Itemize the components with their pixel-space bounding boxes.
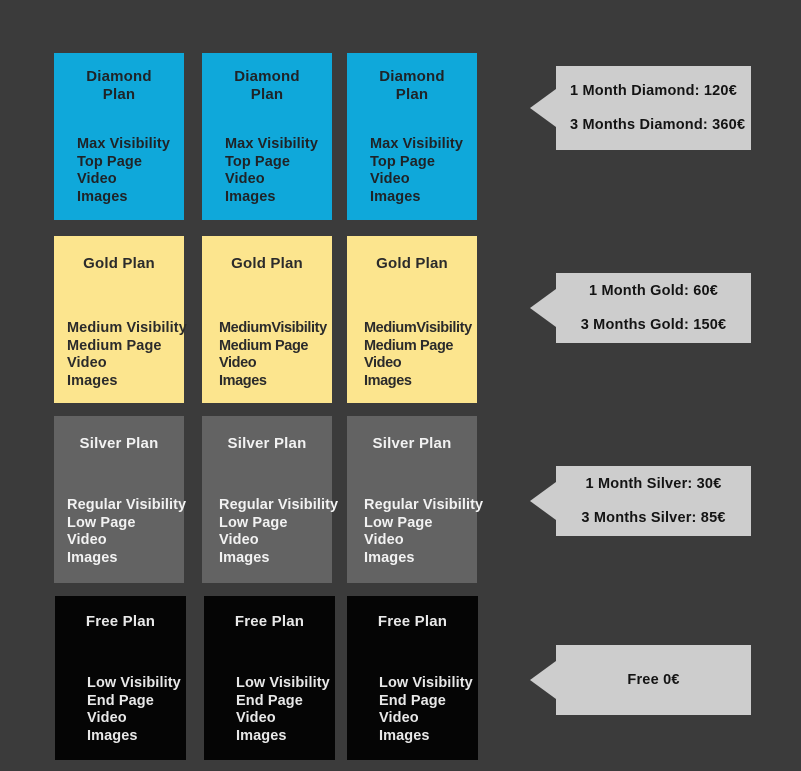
plan-feature: Video [225, 171, 265, 187]
plan-feature: Images [219, 549, 270, 566]
callout-pointer-icon [530, 661, 556, 699]
callout-pointer-icon [530, 482, 556, 520]
plan-title: Gold Plan [376, 255, 448, 272]
plan-feature: Max Visibility [225, 136, 319, 152]
price-callout-diamond: 1 Month Diamond: 120€ 3 Months Diamond: … [530, 66, 751, 150]
plan-card-silver-3[interactable]: Silver Plan Regular Visibility Low Page … [347, 416, 484, 583]
plan-feature: Video [370, 171, 410, 187]
plan-feature-list: MediumVisibility Medium Page Video Image… [210, 320, 327, 390]
plan-feature-list: Regular Visibility Low Page Video Images [62, 497, 187, 567]
plan-title: Gold Plan [231, 255, 303, 272]
plan-feature: Medium Page [219, 337, 309, 354]
plan-feature: Video [77, 171, 117, 187]
plan-feature: MediumVisibility [219, 320, 327, 336]
price-line: 3 Months Diamond: 360€ [570, 117, 746, 133]
plan-feature: Video [379, 710, 419, 726]
plan-feature: Video [364, 355, 402, 371]
plan-feature-list: Max Visibility Top Page Video Images [361, 136, 463, 206]
plan-card-free-1[interactable]: Free Plan Low Visibility End Page Video … [55, 596, 186, 760]
plan-title: Free Plan [377, 613, 448, 630]
plan-title: Diamond Plan [234, 68, 300, 103]
plan-card-gold-3[interactable]: Gold Plan MediumVisibility Medium Page V… [347, 236, 477, 403]
plan-feature: Images [364, 549, 415, 566]
plan-feature: Images [77, 188, 128, 205]
plan-feature: Video [67, 355, 107, 371]
plan-feature: Video [67, 532, 107, 548]
plan-feature: Images [370, 188, 421, 205]
plan-card-gold-2[interactable]: Gold Plan MediumVisibility Medium Page V… [202, 236, 332, 403]
plan-feature-list: Low Visibility End Page Video Images [63, 675, 181, 745]
plan-feature: Medium Page [364, 337, 454, 354]
plan-feature-list: Max Visibility Top Page Video Images [216, 136, 318, 206]
price-callout-silver: 1 Month Silver: 30€ 3 Months Silver: 85€ [530, 466, 751, 536]
plan-card-diamond-2[interactable]: Diamond Plan Max Visibility Top Page Vid… [202, 53, 332, 220]
price-callout-gold: 1 Month Gold: 60€ 3 Months Gold: 150€ [530, 273, 751, 343]
plan-feature: Regular Visibility [219, 497, 339, 513]
plan-feature-list: Low Visibility End Page Video Images [212, 675, 330, 745]
plan-title: Silver Plan [79, 435, 159, 452]
price-line: 1 Month Diamond: 120€ [570, 83, 737, 99]
plan-feature-list: MediumVisibility Medium Page Video Image… [355, 320, 472, 390]
plan-feature: Video [219, 355, 257, 371]
plan-feature: Video [364, 532, 404, 548]
plan-title: Free Plan [234, 613, 305, 630]
price-line: 3 Months Gold: 150€ [580, 317, 727, 333]
plan-feature: Video [236, 710, 276, 726]
plan-feature: Video [219, 532, 259, 548]
plan-feature: Low Visibility [236, 675, 330, 691]
plan-card-silver-2[interactable]: Silver Plan Regular Visibility Low Page … [202, 416, 339, 583]
plan-feature: End Page [87, 692, 154, 709]
plan-feature: Medium Page [67, 337, 162, 354]
plan-feature: Max Visibility [370, 136, 464, 152]
plan-card-silver-1[interactable]: Silver Plan Regular Visibility Low Page … [54, 416, 187, 583]
plan-card-diamond-3[interactable]: Diamond Plan Max Visibility Top Page Vid… [347, 53, 477, 220]
plan-feature-list: Regular Visibility Low Page Video Images [355, 497, 484, 567]
plan-feature: End Page [379, 692, 446, 709]
price-line: 1 Month Gold: 60€ [588, 283, 719, 299]
plan-title: Free Plan [85, 613, 156, 630]
plan-feature: Low Visibility [87, 675, 181, 691]
plan-feature: Top Page [77, 153, 142, 170]
plan-title: Diamond Plan [379, 68, 445, 103]
plan-feature: Images [219, 372, 267, 389]
plan-feature: Low Page [67, 514, 136, 531]
callout-pointer-icon [530, 289, 556, 327]
plan-feature: Images [67, 549, 118, 566]
price-callout-free: Free 0€ [530, 645, 751, 715]
plan-feature: Top Page [225, 153, 290, 170]
plan-title: Silver Plan [227, 435, 307, 452]
plan-feature: Low Page [219, 514, 288, 531]
plan-title: Diamond Plan [86, 68, 152, 103]
plan-feature-list: Regular Visibility Low Page Video Images [210, 497, 339, 567]
plan-feature: Images [87, 727, 138, 744]
plan-card-free-2[interactable]: Free Plan Low Visibility End Page Video … [204, 596, 335, 760]
plan-feature: Images [364, 372, 412, 389]
plan-feature: Regular Visibility [67, 497, 187, 513]
price-line: Free 0€ [627, 672, 680, 688]
callout-pointer-icon [530, 89, 556, 127]
plan-feature-list: Medium Visibility Medium Page Video Imag… [62, 320, 187, 390]
price-line: 3 Months Silver: 85€ [581, 510, 726, 526]
plan-feature: Max Visibility [77, 136, 171, 152]
plan-feature: Video [87, 710, 127, 726]
plan-card-gold-1[interactable]: Gold Plan Medium Visibility Medium Page … [54, 236, 187, 403]
plan-feature: Images [67, 372, 118, 389]
plan-feature: Low Page [364, 514, 433, 531]
plan-title: Silver Plan [372, 435, 452, 452]
plan-card-free-3[interactable]: Free Plan Low Visibility End Page Video … [347, 596, 478, 760]
plan-feature: Images [225, 188, 276, 205]
plan-feature: Medium Visibility [67, 320, 187, 336]
plan-feature-list: Low Visibility End Page Video Images [355, 675, 473, 745]
plan-feature: End Page [236, 692, 303, 709]
plan-feature: Top Page [370, 153, 435, 170]
plan-feature: Regular Visibility [364, 497, 484, 513]
plan-feature: Images [236, 727, 287, 744]
plan-feature-list: Max Visibility Top Page Video Images [68, 136, 170, 206]
plan-feature: MediumVisibility [364, 320, 472, 336]
plan-card-diamond-1[interactable]: Diamond Plan Max Visibility Top Page Vid… [54, 53, 184, 220]
price-line: 1 Month Silver: 30€ [585, 476, 722, 492]
plan-feature: Low Visibility [379, 675, 473, 691]
plan-title: Gold Plan [83, 255, 155, 272]
plan-feature: Images [379, 727, 430, 744]
